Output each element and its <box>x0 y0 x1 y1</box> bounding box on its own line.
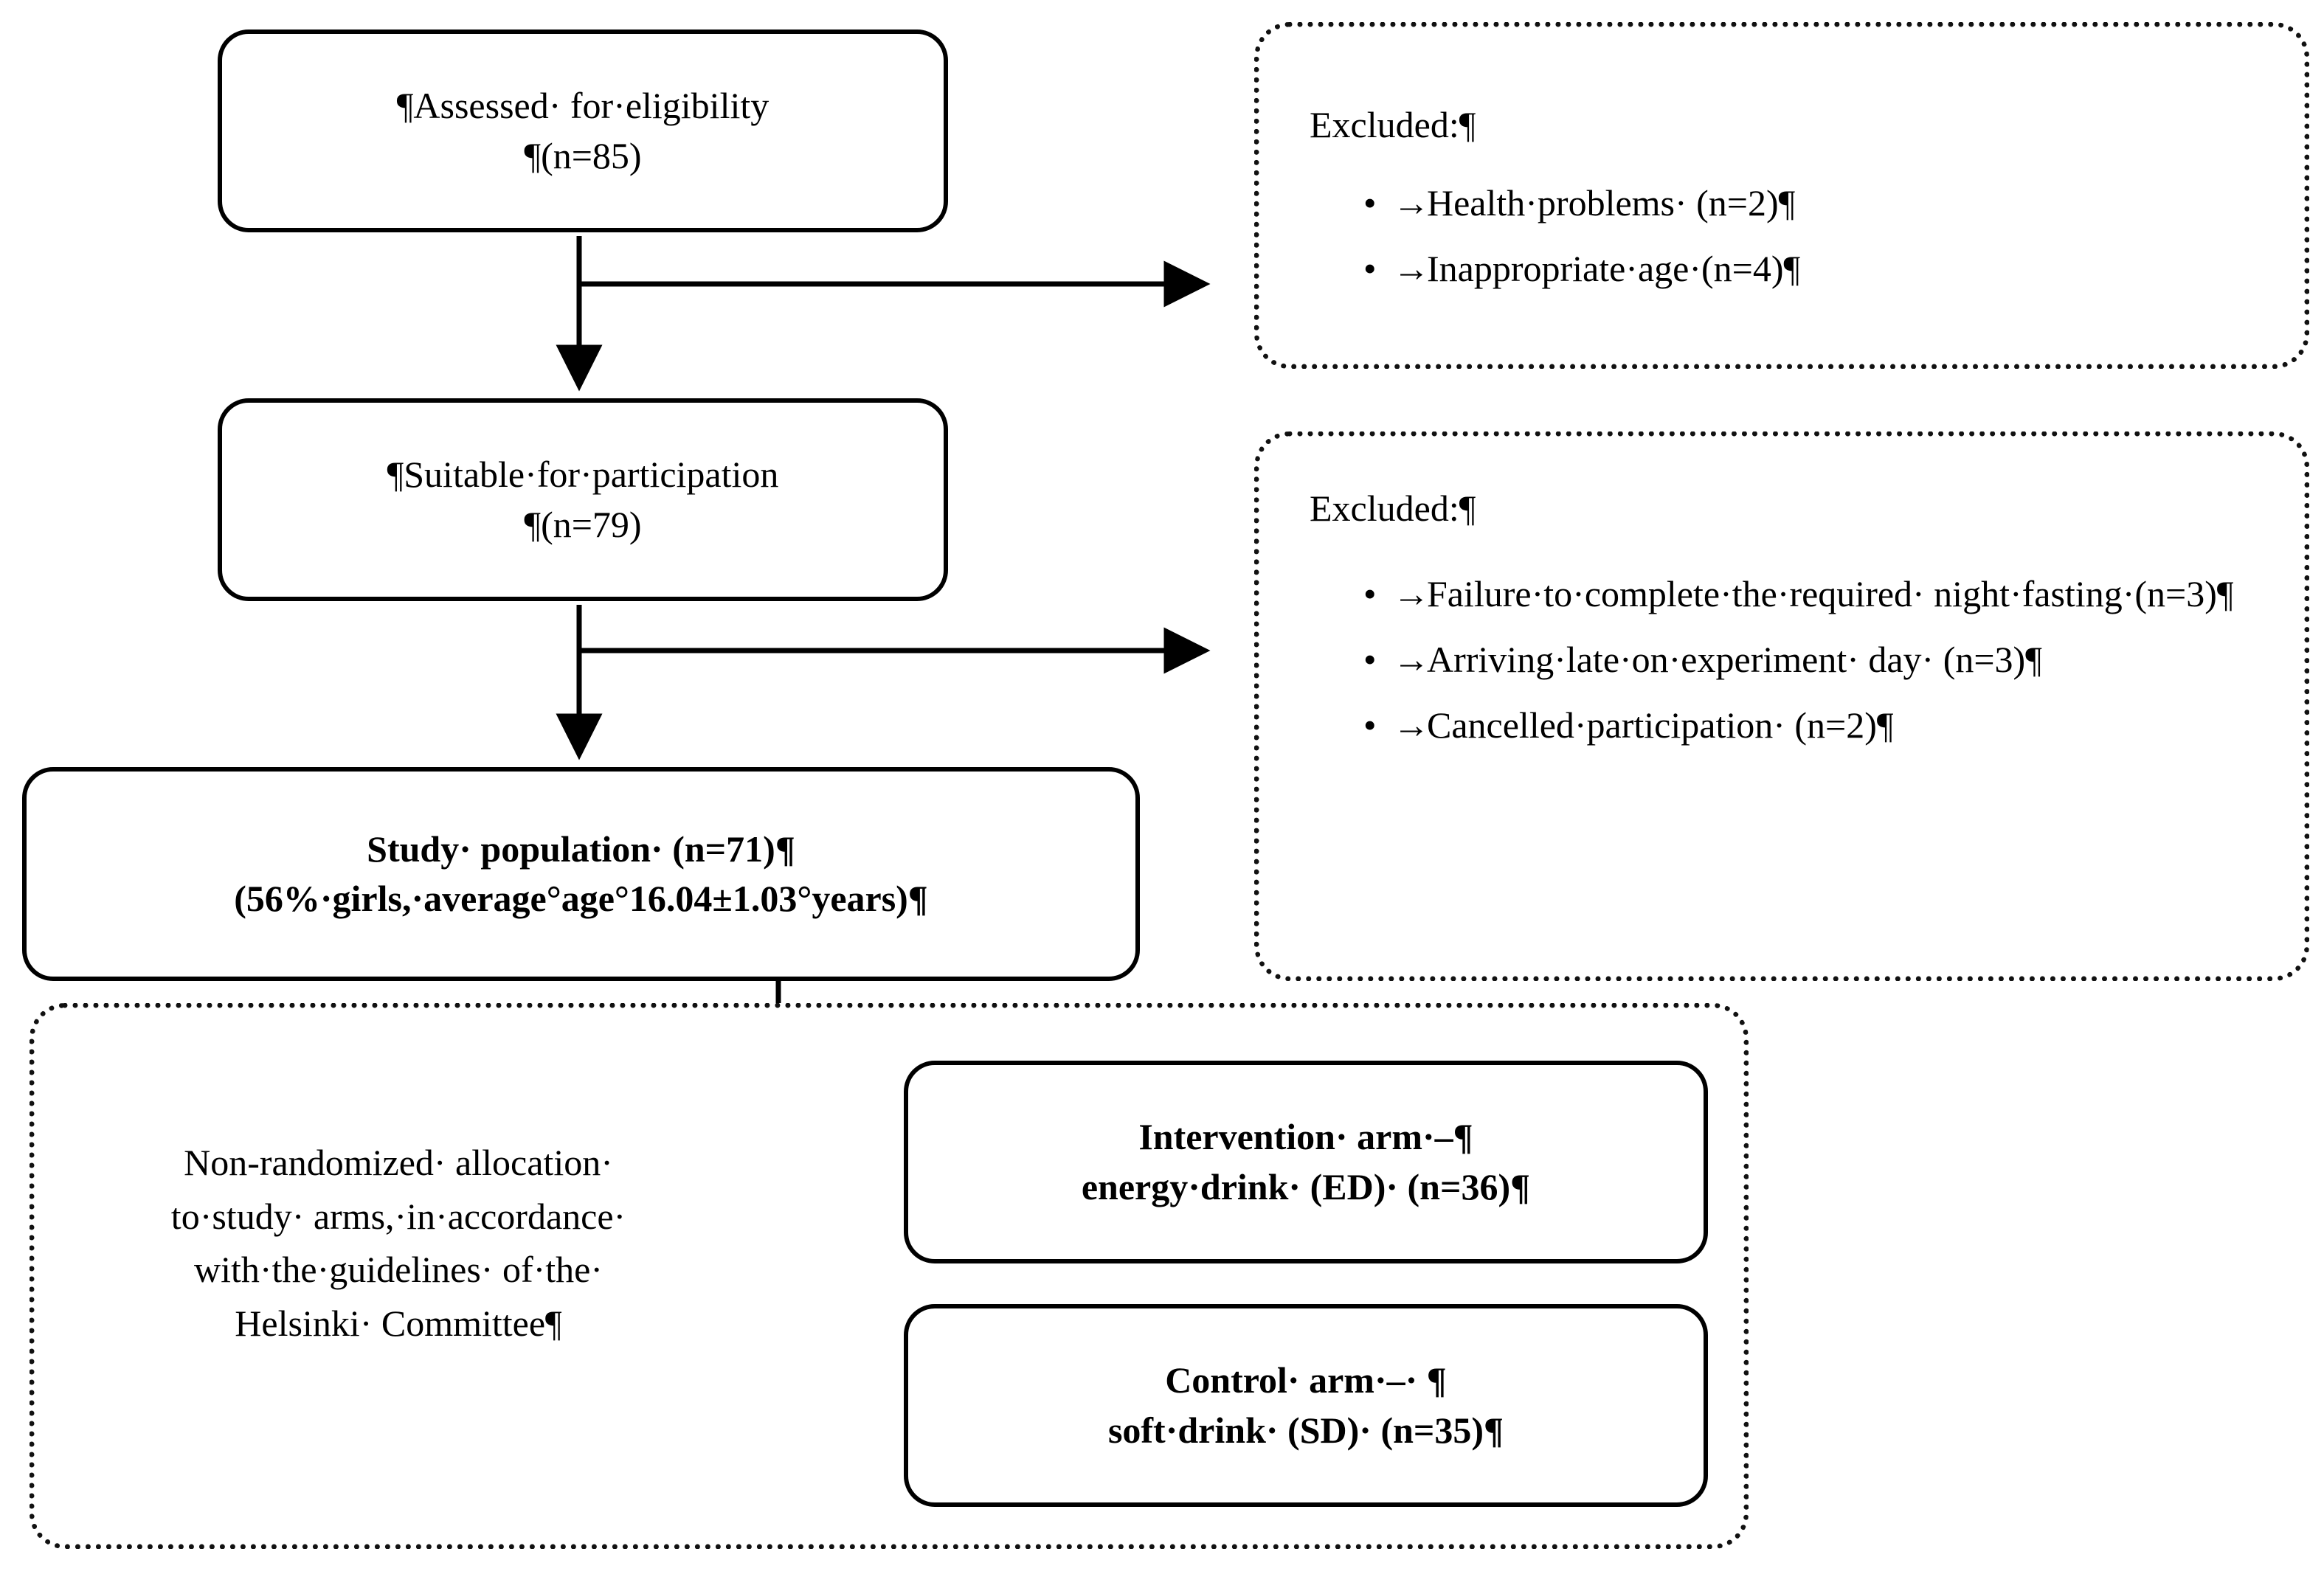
assessed-for-eligibility-box: ¶Assessed· for·eligibility ¶(n=85) <box>218 30 948 232</box>
excluded-2-item-text: Arriving·late·on·experiment· day· (n=3)¶ <box>1427 639 2042 680</box>
excluded-2-list: • → Failure·to·complete·the·required· ni… <box>1350 568 2258 765</box>
arrow-icon: → <box>1393 182 1430 223</box>
allocation-line-1: Non-randomized· allocation· <box>184 1142 613 1183</box>
intervention-line-1: Intervention· arm·–¶ <box>1138 1116 1473 1157</box>
control-line-1: Control· arm·–· ¶ <box>1165 1359 1447 1401</box>
arrow-icon: → <box>1393 573 1430 614</box>
excluded-1-list: • → Health·problems· (n=2)¶ • → Inapprop… <box>1350 177 2272 308</box>
suitable-line-2: ¶(n=79) <box>524 503 642 545</box>
excluded-2-item-text: Cancelled·participation· (n=2)¶ <box>1427 704 1894 746</box>
bullet-icon: • <box>1363 248 1377 289</box>
study-population-line-1: Study· population· (n=71)¶ <box>367 828 795 870</box>
arrow-icon: → <box>1393 704 1430 746</box>
control-line-2: soft·drink· (SD)· (n=35)¶ <box>1107 1409 1504 1451</box>
suitable-for-participation-box: ¶Suitable·for·participation ¶(n=79) <box>218 398 948 601</box>
bullet-icon: • <box>1363 704 1377 746</box>
excluded-2-title: Excluded:¶ <box>1310 488 1476 529</box>
list-item: • → Failure·to·complete·the·required· ni… <box>1350 568 2258 620</box>
allocation-line-2: to·study· arms,·in·accordance· <box>170 1195 626 1237</box>
allocation-line-3: with·the·guidelines· of·the· <box>194 1249 603 1290</box>
excluded-1-item-text: Inappropriate·age·(n=4)¶ <box>1427 248 1801 289</box>
bullet-icon: • <box>1363 182 1377 223</box>
control-arm-box: Control· arm·–· ¶ soft·drink· (SD)· (n=3… <box>904 1304 1708 1507</box>
list-item: • → Health·problems· (n=2)¶ <box>1350 177 2272 229</box>
intervention-arm-box: Intervention· arm·–¶ energy·drink· (ED)·… <box>904 1061 1708 1263</box>
list-item: • → Cancelled·participation· (n=2)¶ <box>1350 699 2258 752</box>
arrow-icon: → <box>1393 639 1430 680</box>
excluded-1-item-text: Health·problems· (n=2)¶ <box>1427 182 1796 223</box>
excluded-1-title: Excluded:¶ <box>1310 104 1476 145</box>
list-item: • → Inappropriate·age·(n=4)¶ <box>1350 243 2272 295</box>
arrow-icon: → <box>1393 248 1430 289</box>
excluded-box-2 <box>1254 431 2309 981</box>
allocation-line-4: Helsinki· Committee¶ <box>235 1302 562 1344</box>
bullet-icon: • <box>1363 639 1377 680</box>
intervention-line-2: energy·drink· (ED)· (n=36)¶ <box>1081 1165 1531 1207</box>
assessed-line-1: ¶Assessed· for·eligibility <box>396 85 770 126</box>
bullet-icon: • <box>1363 573 1377 614</box>
list-item: • → Arriving·late·on·experiment· day· (n… <box>1350 634 2258 686</box>
study-population-box: Study· population· (n=71)¶ (56%·girls,·a… <box>22 767 1140 981</box>
excluded-box-1 <box>1254 22 2309 369</box>
excluded-2-item-text: Failure·to·complete·the·required· night·… <box>1427 573 2234 614</box>
allocation-text: Non-randomized· allocation· to·study· ar… <box>74 1136 723 1350</box>
study-population-line-2: (56%·girls,·average°age°16.04±1.03°years… <box>234 878 928 919</box>
assessed-line-2: ¶(n=85) <box>524 134 642 176</box>
suitable-line-1: ¶Suitable·for·participation <box>387 454 779 495</box>
